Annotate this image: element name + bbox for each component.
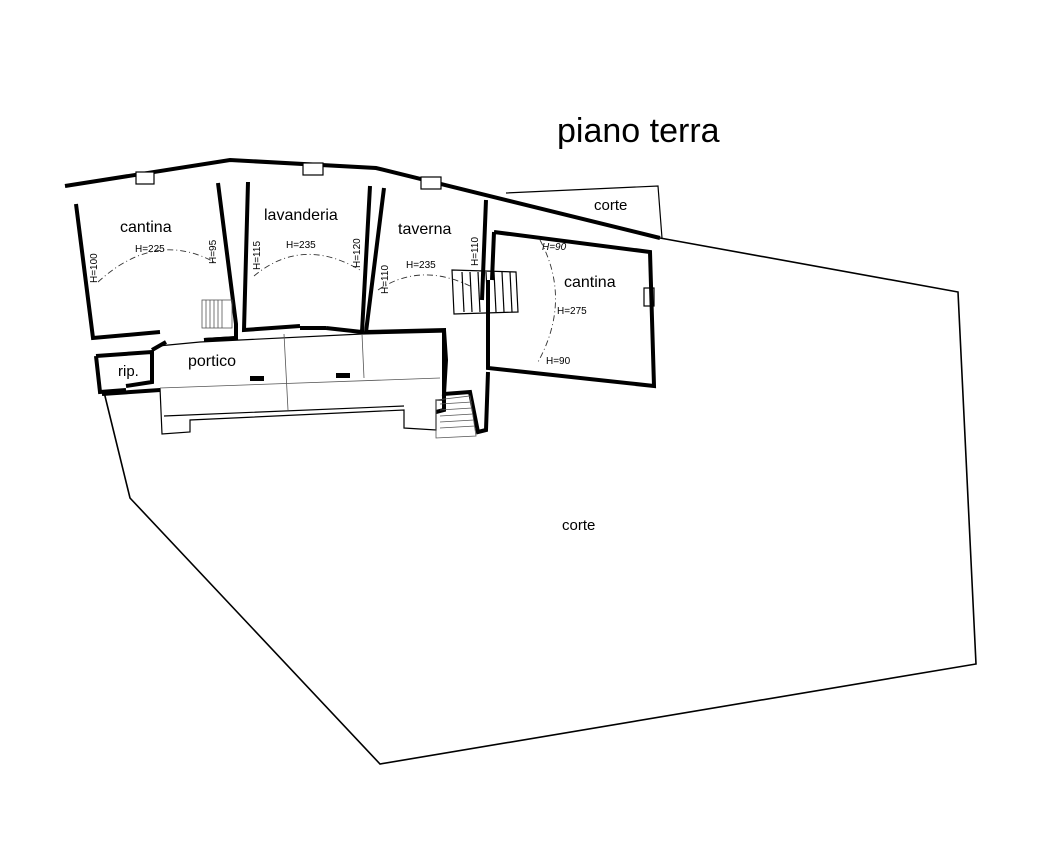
portico-inner-lines — [159, 333, 441, 411]
cantina-right-walls — [486, 230, 657, 389]
height-cantina-right-top: H=90 — [542, 242, 567, 253]
top-courtyard-boundary — [505, 185, 663, 239]
courtyard-boundary — [103, 237, 977, 765]
height-lavanderia-right: H=120 — [352, 238, 363, 268]
vault-arc-lavanderia — [253, 254, 361, 277]
portico-pillars — [203, 326, 326, 342]
room-label-lavanderia: lavanderia — [264, 207, 338, 224]
height-taverna-right: H=110 — [470, 237, 481, 266]
height-taverna-center: H=235 — [406, 260, 436, 271]
height-lavanderia-center: H=235 — [286, 240, 316, 251]
height-cantina-right-center: H=275 — [557, 306, 587, 317]
height-taverna-left: H=110 — [380, 265, 391, 294]
plan-title: piano terra — [557, 112, 720, 150]
height-cantina-right-bottom: H=90 — [546, 356, 571, 367]
height-cantina-left-center: H=225 — [135, 244, 165, 255]
vault-arc-cantina-left — [97, 249, 215, 283]
room-label-cantina-right: cantina — [564, 274, 616, 291]
room-label-rip: rip. — [118, 363, 139, 380]
height-cantina-left-right: H=95 — [208, 239, 219, 264]
vault-arc-cantina-right — [537, 239, 556, 363]
room-label-corte-top: corte — [594, 197, 627, 214]
stair-outdoor — [435, 395, 477, 439]
rip-room-walls — [94, 349, 154, 395]
room-label-portico: portico — [188, 353, 236, 370]
lavanderia-walls — [241, 181, 372, 335]
stair-block-walls — [441, 329, 490, 435]
portico-pier-2 — [336, 373, 350, 378]
room-label-cantina-left: cantina — [120, 219, 172, 236]
room-label-taverna: taverna — [398, 221, 451, 238]
stair-taverna — [451, 269, 519, 315]
height-lavanderia-left: H=115 — [252, 241, 263, 270]
room-label-corte-main: corte — [562, 517, 595, 534]
vault-arc-taverna — [377, 274, 471, 291]
window-openings — [135, 162, 655, 307]
stair-left-cantina — [201, 299, 233, 329]
portico-pier-1 — [250, 376, 264, 381]
height-cantina-left-left: H=100 — [89, 253, 100, 283]
